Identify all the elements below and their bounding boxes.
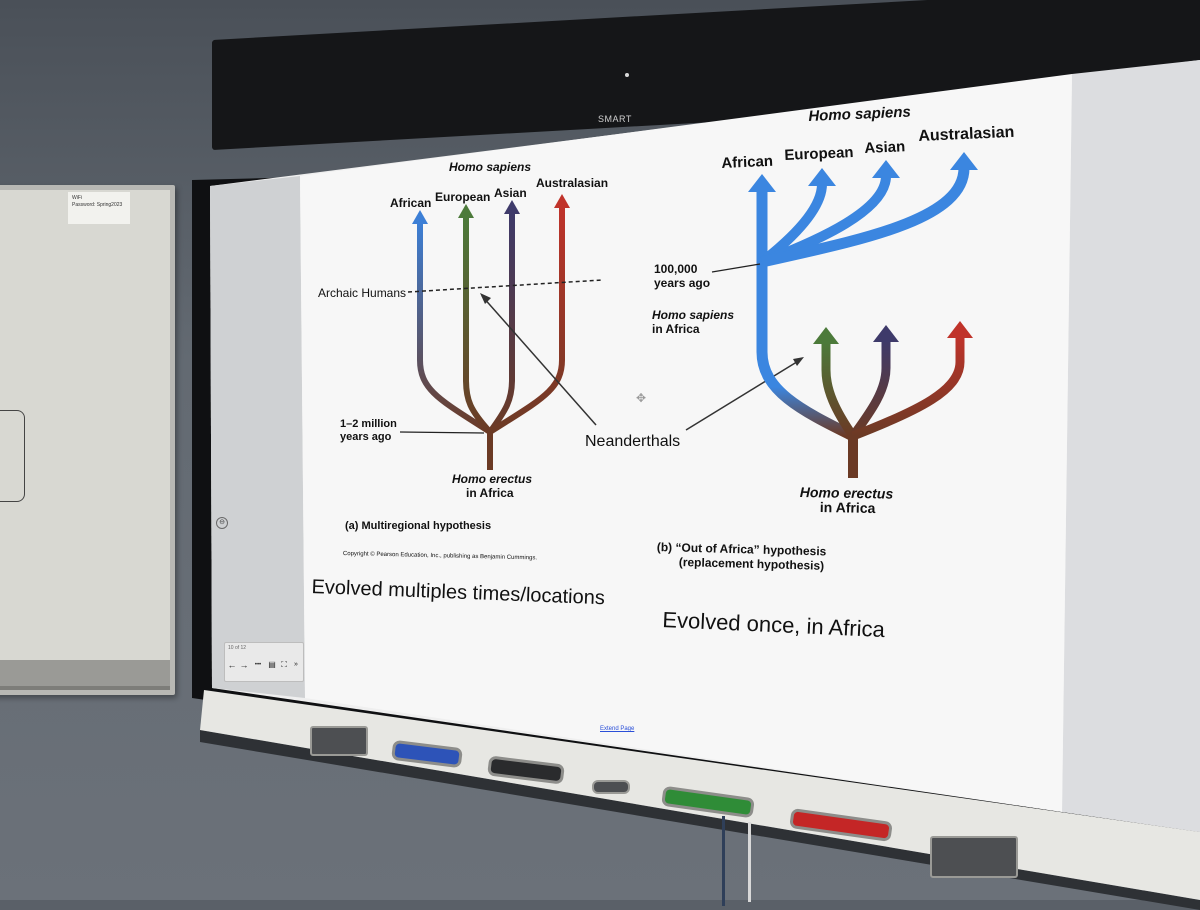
whiteboard-note: WiFi Password: Spring2023 xyxy=(68,192,130,224)
tray-eraser-right[interactable] xyxy=(930,836,1018,878)
multiregional-tree xyxy=(399,194,603,470)
arrow-african-right xyxy=(748,174,776,192)
pointer-right xyxy=(685,359,801,431)
fullscreen-icon[interactable]: ⛶ xyxy=(281,660,287,669)
left-label-european: European xyxy=(435,190,491,204)
branch-african-left xyxy=(417,222,492,435)
left-label-australasian: Australasian xyxy=(536,176,609,190)
expand-toolbar-icon[interactable]: » xyxy=(294,661,298,668)
arrow-asian-neanderthal xyxy=(873,325,899,342)
next-page-button[interactable]: → xyxy=(239,660,249,670)
page-sorter-icon[interactable]: ▤ xyxy=(268,660,276,669)
arrow-european-left xyxy=(458,204,474,218)
right-origin-line2: in Africa xyxy=(819,499,876,516)
arrow-australasian-left xyxy=(554,194,570,208)
archaic-dashed-line xyxy=(407,279,603,293)
time-pointer-right xyxy=(711,263,761,273)
cable-blue xyxy=(722,816,725,906)
whiteboard-tray xyxy=(0,660,170,690)
left-group-title: Homo sapiens xyxy=(449,160,532,174)
blue-trunk xyxy=(756,190,856,441)
tray-button[interactable] xyxy=(592,780,630,794)
left-time-line2: years ago xyxy=(340,431,392,443)
archaic-humans-label: Archaic Humans xyxy=(318,286,407,300)
right-label-european: European xyxy=(784,143,854,164)
arrow-asian-right xyxy=(872,160,900,178)
side-panel-toggle-icon[interactable]: ⊖ xyxy=(216,517,228,529)
right-africa-line1: Homo sapiens xyxy=(652,308,735,322)
left-caption: (a) Multiregional hypothesis xyxy=(345,520,492,532)
branch-asian-left xyxy=(487,212,515,434)
tray-eraser-slot[interactable] xyxy=(310,726,368,756)
left-label-asian: Asian xyxy=(494,186,527,200)
left-origin-line2: in Africa xyxy=(466,486,514,500)
left-origin-line1: Homo erectus xyxy=(452,472,533,486)
move-handle-icon[interactable]: ✥ xyxy=(636,391,647,405)
page-indicator: 10 of 12 xyxy=(228,645,247,651)
brand-logo: SMART xyxy=(598,114,632,124)
branch-australasian-neanderthal xyxy=(851,336,965,441)
right-label-african: African xyxy=(721,152,774,172)
arrow-asian-left xyxy=(504,200,520,214)
neanderthal-pointers xyxy=(480,293,804,431)
arrow-european-neanderthal xyxy=(813,327,839,344)
whiteboard-note-line2: Password: Spring2023 xyxy=(72,202,123,208)
prev-page-button[interactable]: ← xyxy=(227,660,237,670)
whiteboard-note-line1: WiFi xyxy=(72,195,82,201)
more-options-button[interactable]: ••• xyxy=(254,662,262,668)
pointer-right-head xyxy=(793,357,804,366)
out-of-africa-tree xyxy=(711,152,978,478)
camera-light xyxy=(625,73,629,77)
cable-white xyxy=(748,822,751,902)
whiteboard xyxy=(0,185,175,695)
arrow-australasian-right xyxy=(950,152,978,170)
arrow-australasian-neanderthal xyxy=(947,321,973,338)
arrow-european-right xyxy=(808,168,836,186)
branch-european-left xyxy=(463,216,493,435)
branch-australasian-right xyxy=(760,167,970,268)
time-pointer-left xyxy=(399,431,485,434)
right-africa-line2: in Africa xyxy=(652,322,700,336)
neanderthals-label: Neanderthals xyxy=(585,433,681,450)
whiteboard-sketch xyxy=(0,410,25,502)
left-label-african: African xyxy=(390,196,432,210)
extend-page-link[interactable]: Extend Page xyxy=(600,726,635,732)
branch-asian-neanderthal xyxy=(849,340,891,439)
right-time-line1: 100,000 xyxy=(654,262,698,276)
right-time-line2: years ago xyxy=(654,276,711,290)
right-label-asian: Asian xyxy=(864,138,906,157)
left-time-line1: 1–2 million xyxy=(340,418,397,430)
branch-australasian-left xyxy=(488,206,565,435)
slide-toolbar: 10 of 12 ← → ••• ▤ ⛶ » xyxy=(224,642,304,682)
branch-european-neanderthal xyxy=(821,342,857,439)
arrow-african-left xyxy=(412,210,428,224)
pointer-left xyxy=(481,295,597,426)
pointer-left-head xyxy=(480,293,491,304)
